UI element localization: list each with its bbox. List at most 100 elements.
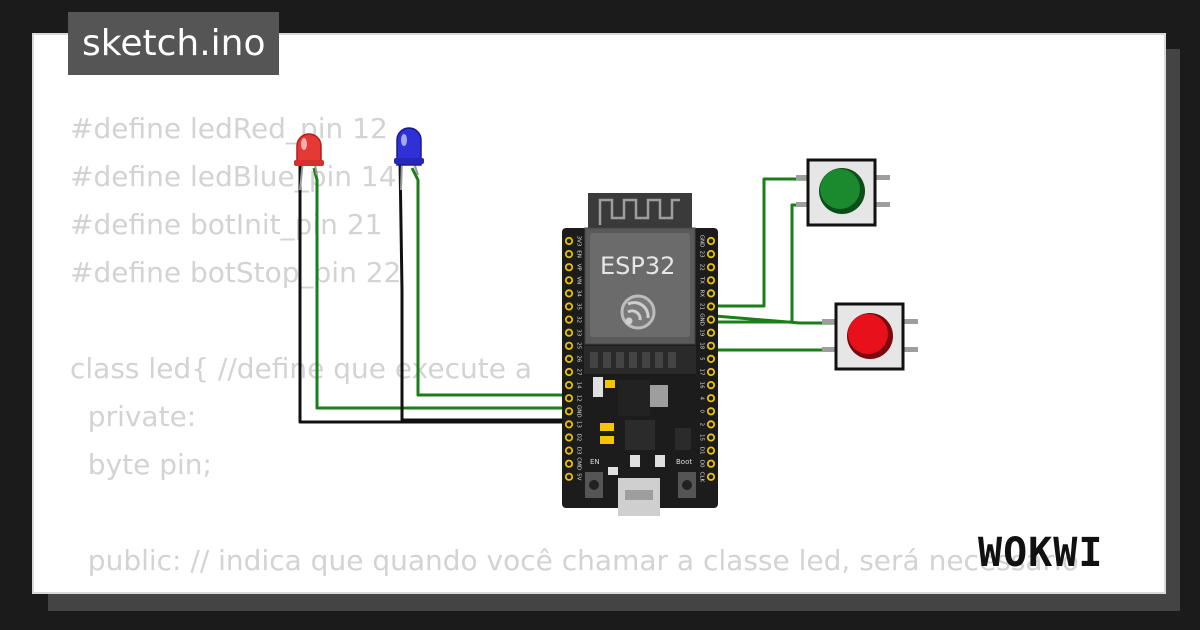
project-filename-tab[interactable]: sketch.ino	[68, 12, 280, 75]
code-line: public: // indica que quando você chamar…	[70, 544, 1079, 577]
pushbutton-red[interactable]	[822, 302, 918, 371]
wire-blue-led-ground	[398, 159, 562, 422]
right-pin-label: TX	[699, 276, 705, 284]
left-pin[interactable]	[564, 394, 574, 403]
en-label: EN	[590, 458, 600, 466]
right-pin-label: D0	[699, 460, 705, 468]
right-pin-label: 18	[699, 342, 705, 349]
right-pin-label: 15	[699, 434, 705, 441]
right-pin-label: 22	[699, 264, 705, 271]
right-pin[interactable]	[706, 394, 716, 403]
code-line: #define botStop_pin 22	[70, 256, 402, 289]
espressif-logo-icon	[620, 294, 656, 330]
right-pin[interactable]	[706, 250, 716, 259]
left-pin-label: CMD	[576, 457, 582, 470]
wokwi-logo-icon: WOKWI	[978, 530, 1103, 576]
right-pin-label: 19	[699, 329, 705, 336]
left-pin-label: VN	[576, 276, 582, 284]
left-pin[interactable]	[564, 236, 574, 246]
wires	[298, 159, 836, 424]
right-pin[interactable]	[706, 433, 716, 442]
right-pin-label: 5	[699, 357, 705, 361]
right-pin[interactable]	[706, 380, 716, 390]
left-pin[interactable]	[564, 354, 574, 363]
right-pin[interactable]	[706, 420, 716, 429]
right-pin[interactable]	[706, 459, 716, 468]
left-pin-label: 14	[576, 382, 582, 389]
left-pin[interactable]	[564, 407, 574, 416]
right-pin[interactable]	[706, 263, 716, 272]
left-pin-label: 32	[576, 316, 582, 323]
left-pin[interactable]	[564, 367, 574, 377]
right-pin-label: GND	[699, 313, 705, 326]
right-pin[interactable]	[706, 276, 716, 285]
pushbutton-green[interactable]	[796, 158, 890, 227]
left-pin[interactable]	[564, 433, 574, 442]
left-pin-label: 26	[576, 355, 582, 362]
left-pin-label: 12	[576, 395, 582, 402]
wokwi-logo-text: WOKWI	[978, 530, 1103, 576]
left-pin-label: 34	[576, 290, 582, 297]
code-preview: #define ledRed_pin 12#define ledBlue_pin…	[70, 105, 1079, 592]
left-pin[interactable]	[564, 302, 574, 311]
left-pin[interactable]	[564, 289, 574, 298]
left-pin[interactable]	[564, 263, 574, 272]
right-pin-label: 17	[699, 369, 705, 376]
right-pin-label: 0	[699, 410, 705, 414]
right-pin-label: GND	[699, 235, 705, 248]
right-pin[interactable]	[706, 289, 716, 298]
wire-blue-led-signal	[410, 167, 562, 397]
left-pin-label: 3V3	[576, 236, 582, 247]
right-pin[interactable]	[706, 446, 716, 455]
code-line: #define botInit_pin 21	[70, 208, 383, 241]
right-pin-label: CLK	[699, 472, 705, 483]
right-pin[interactable]	[706, 302, 716, 311]
right-pin-label: 16	[699, 382, 705, 389]
right-pin-label: D1	[699, 447, 705, 455]
left-pin[interactable]	[564, 341, 574, 350]
right-pin[interactable]	[706, 341, 716, 350]
right-pin[interactable]	[706, 236, 716, 246]
left-pin[interactable]	[564, 472, 574, 481]
right-pin[interactable]	[706, 315, 716, 324]
right-pin-label: 2	[699, 423, 705, 427]
left-pin-label: VP	[576, 264, 582, 272]
wire-red-led-ground	[298, 160, 562, 424]
left-pin-label: 13	[576, 421, 582, 428]
left-pin[interactable]	[564, 276, 574, 285]
led-blue[interactable]	[394, 127, 424, 191]
right-pin-label: 21	[699, 303, 705, 310]
left-pin-label: EN	[576, 250, 582, 258]
left-pin-label: 35	[576, 303, 582, 310]
right-pin-label: 23	[699, 251, 705, 258]
right-pin-label: RX	[699, 290, 705, 298]
left-pin[interactable]	[564, 446, 574, 455]
left-pin-label: 25	[576, 342, 582, 349]
wire-red-led-signal	[312, 167, 562, 410]
left-pin-header: 3V3ENVPVN343532332526271412GND13D2D3CMD5…	[564, 236, 582, 481]
left-pin[interactable]	[564, 380, 574, 390]
right-pin[interactable]	[706, 407, 716, 416]
left-pin[interactable]	[564, 328, 574, 337]
code-line: #define ledBlue_pin 14	[70, 160, 397, 193]
board-label: ESP32	[600, 252, 675, 280]
left-pin-label: 33	[576, 329, 582, 336]
left-pin[interactable]	[564, 315, 574, 324]
led-red[interactable]	[294, 133, 324, 191]
left-pin[interactable]	[564, 459, 574, 468]
left-pin-label: GND	[576, 405, 582, 418]
right-pin[interactable]	[706, 328, 716, 337]
left-pin-label: 5V	[576, 473, 582, 480]
code-line: private:	[70, 400, 197, 433]
wire-green-button-2	[715, 203, 808, 324]
left-pin[interactable]	[564, 250, 574, 259]
right-pin-label: 4	[699, 396, 705, 400]
right-pin[interactable]	[706, 354, 716, 363]
left-pin[interactable]	[564, 420, 574, 429]
right-pin[interactable]	[706, 367, 716, 377]
left-pin-label: D2	[576, 434, 582, 442]
right-pin[interactable]	[706, 472, 716, 481]
